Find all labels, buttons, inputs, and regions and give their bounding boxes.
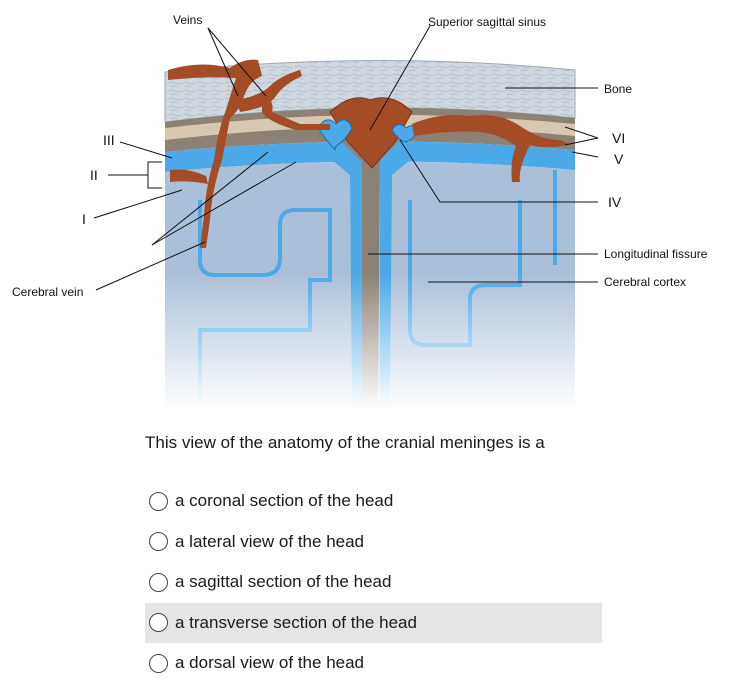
label-iii: III: [103, 132, 115, 148]
option-label: a coronal section of the head: [175, 491, 394, 511]
option-sagittal[interactable]: a sagittal section of the head: [145, 562, 602, 603]
answer-options: a coronal section of the head a lateral …: [145, 481, 602, 684]
option-coronal[interactable]: a coronal section of the head: [145, 481, 602, 522]
radio-button[interactable]: [149, 653, 168, 673]
option-label: a lateral view of the head: [175, 531, 365, 551]
option-label: a sagittal section of the head: [175, 572, 392, 592]
question-text: This view of the anatomy of the cranial …: [145, 433, 545, 452]
option-dorsal[interactable]: a dorsal view of the head: [145, 643, 602, 684]
label-cerebral-vein: Cerebral vein: [12, 285, 83, 299]
label-iv: IV: [608, 194, 622, 210]
label-bone: Bone: [604, 82, 632, 96]
label-cerebral-cortex: Cerebral cortex: [604, 275, 686, 289]
label-vi: VI: [612, 130, 625, 146]
anatomy-illustration: [164, 59, 576, 410]
radio-button[interactable]: [149, 491, 168, 511]
figure-text: Veins Superior sagittal sinus Bone VI V …: [12, 13, 708, 299]
radio-button[interactable]: [149, 613, 168, 633]
option-transverse[interactable]: a transverse section of the head: [145, 602, 602, 643]
option-label: a dorsal view of the head: [175, 653, 365, 673]
label-veins: Veins: [173, 13, 202, 27]
figure-labels: [93, 25, 599, 291]
option-lateral[interactable]: a lateral view of the head: [145, 522, 602, 563]
label-longitudinal-fissure: Longitudinal fissure: [604, 247, 708, 261]
radio-button[interactable]: [149, 532, 168, 552]
label-ii: II: [90, 167, 98, 183]
option-label: a transverse section of the head: [175, 612, 417, 632]
label-superior-sagittal-sinus: Superior sagittal sinus: [428, 15, 546, 29]
label-v: V: [614, 151, 624, 167]
radio-button[interactable]: [149, 572, 168, 592]
meninges-diagram: Veins Superior sagittal sinus Bone VI V …: [12, 13, 708, 410]
label-i: I: [82, 211, 86, 227]
